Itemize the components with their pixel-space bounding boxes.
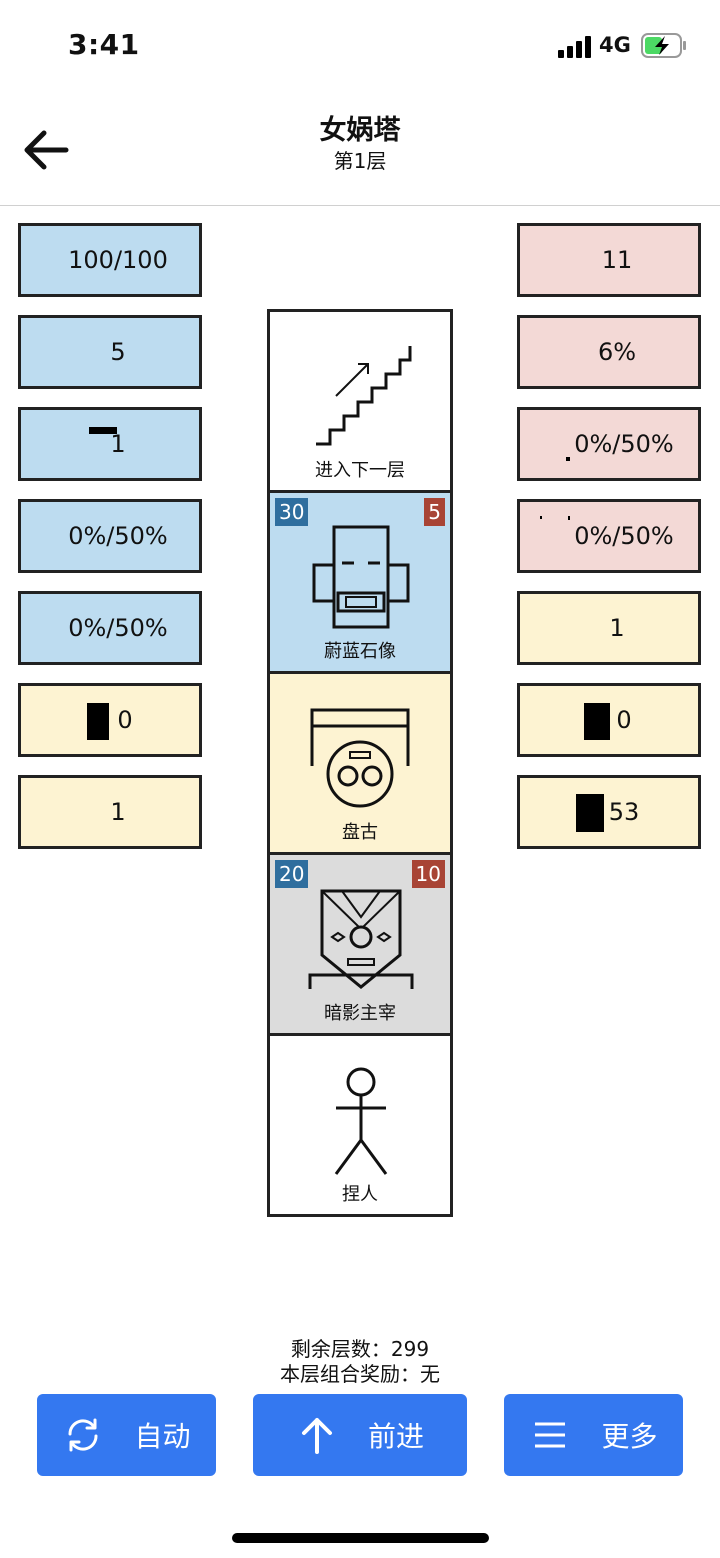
tower-cell-stone-statue[interactable]: 30 5 蔚蓝石像	[267, 490, 453, 674]
stat-right-4: 0%/50%	[517, 499, 701, 573]
forward-button[interactable]: 前进	[253, 1394, 467, 1476]
pangu-icon	[310, 708, 410, 808]
stat-left-1: 100/100	[18, 223, 202, 297]
floor-subtitle: 第1层	[333, 149, 387, 173]
stat-value: 0	[616, 706, 632, 734]
page-title: 女娲塔	[319, 115, 401, 146]
arrow-up-icon	[301, 1418, 332, 1454]
stone-statue-icon	[312, 525, 410, 629]
more-button[interactable]: 更多	[504, 1394, 683, 1476]
tower-cell-pangu[interactable]: 盘古	[267, 671, 453, 855]
battery-charging-icon	[641, 33, 686, 58]
stat-value: 100/100	[68, 246, 168, 274]
tower-cell-next-floor[interactable]: 进入下一层	[267, 309, 453, 493]
refresh-icon	[68, 1418, 98, 1452]
stat-left-6: 0	[18, 683, 202, 757]
nav-bar: 女娲塔 第1层	[0, 100, 720, 206]
stat-icon	[89, 427, 117, 434]
forward-label: 前进	[367, 1420, 424, 1453]
stick-figure-icon	[334, 1067, 388, 1175]
home-indicator[interactable]	[232, 1533, 489, 1543]
cell-label: 进入下一层	[315, 460, 405, 481]
stat-value: 11	[601, 246, 633, 274]
stat-value: 1	[609, 614, 625, 642]
attack-badge: 5	[424, 498, 445, 526]
stat-icon	[566, 457, 570, 461]
stat-value: 0%/50%	[68, 522, 168, 550]
stat-value: 0%/50%	[574, 522, 674, 550]
menu-icon	[535, 1422, 566, 1448]
stat-left-2: 5	[18, 315, 202, 389]
signal-icon	[558, 36, 591, 58]
cell-label: 捏人	[342, 1184, 378, 1205]
tower-cell-shadow-lord[interactable]: 20 10 暗影主宰	[267, 852, 453, 1036]
back-arrow-icon[interactable]	[22, 128, 70, 172]
stairs-icon	[316, 346, 412, 446]
stat-right-5: 1	[517, 591, 701, 665]
cell-label: 暗影主宰	[324, 1003, 396, 1024]
stat-value: 1	[110, 430, 126, 458]
stat-value: 0%/50%	[68, 614, 168, 642]
stat-right-7: 53	[517, 775, 701, 849]
stat-value: 6%	[597, 338, 637, 366]
right-stats-panel: 11 6% 0%/50% 0%/50% 1 0 53	[517, 223, 701, 867]
stat-value: 1	[110, 798, 126, 826]
status-bar: 3:41 4G	[0, 0, 720, 90]
floor-bonus: 本层组合奖励：无	[280, 1362, 440, 1386]
stat-icon	[87, 703, 109, 740]
stat-icon	[584, 703, 610, 740]
stat-right-6: 0	[517, 683, 701, 757]
hp-badge: 20	[275, 860, 309, 888]
stat-left-4: 0%/50%	[18, 499, 202, 573]
stat-icon	[540, 516, 542, 519]
stat-icon	[576, 794, 604, 832]
remaining-floors: 剩余层数：299	[290, 1337, 430, 1361]
cell-label: 蔚蓝石像	[324, 641, 396, 662]
stat-right-3: 0%/50%	[517, 407, 701, 481]
network-label: 4G	[599, 33, 631, 57]
stat-value: 5	[110, 338, 126, 366]
stat-value: 53	[608, 798, 640, 826]
tower-column: 进入下一层 30 5 蔚蓝石像 盘古 20 10	[267, 309, 453, 1217]
stat-icon	[568, 516, 570, 520]
stat-value: 0%/50%	[574, 430, 674, 458]
stat-left-3: 1	[18, 407, 202, 481]
stat-left-7: 1	[18, 775, 202, 849]
hp-badge: 30	[275, 498, 309, 526]
cell-label: 盘古	[342, 822, 378, 843]
auto-button[interactable]: 自动	[37, 1394, 216, 1476]
stat-right-1: 11	[517, 223, 701, 297]
tower-cell-player[interactable]: 捏人	[267, 1033, 453, 1217]
stat-left-5: 0%/50%	[18, 591, 202, 665]
left-stats-panel: 100/100 5 1 0%/50% 0%/50% 0 1	[18, 223, 202, 867]
auto-label: 自动	[134, 1420, 191, 1453]
more-label: 更多	[601, 1420, 658, 1453]
attack-badge: 10	[411, 860, 445, 888]
status-time: 3:41	[68, 28, 140, 61]
stat-value: 0	[117, 706, 133, 734]
stat-right-2: 6%	[517, 315, 701, 389]
shadow-lord-icon	[308, 889, 414, 989]
